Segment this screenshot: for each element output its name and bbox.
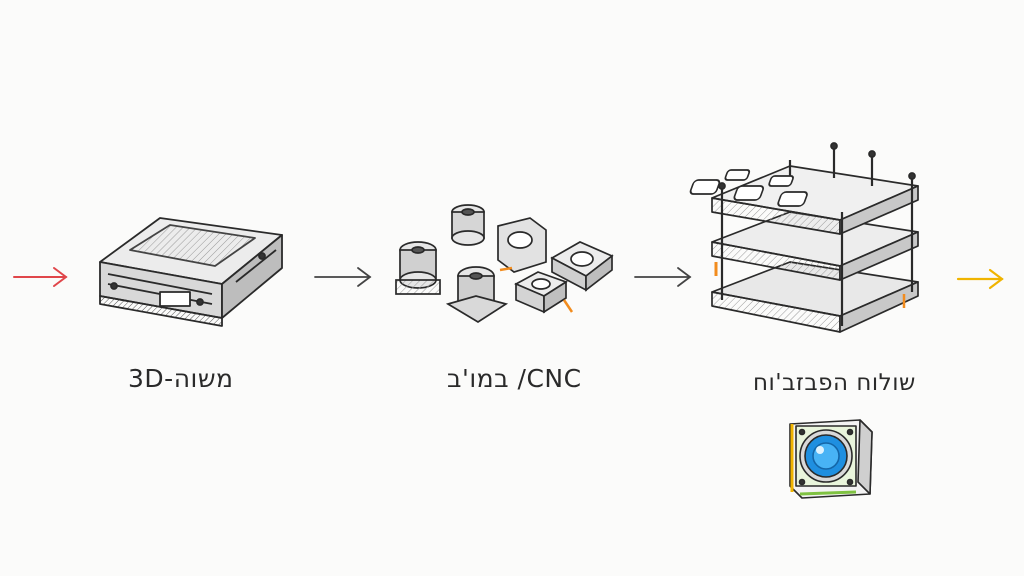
camera-module-icon xyxy=(789,419,873,499)
step-3-label: שולוח הפבזב'וח xyxy=(753,370,916,396)
step-1-label: 3D-משוה xyxy=(128,364,234,393)
output-arrow xyxy=(956,268,1004,290)
input-arrow xyxy=(13,267,68,287)
arrow-2 xyxy=(634,267,692,287)
mold-stack-icon xyxy=(689,142,919,333)
arrow-1 xyxy=(314,267,372,287)
step-2-label: במו'ב /CNC xyxy=(447,364,582,393)
machined-parts-icon xyxy=(395,204,614,324)
printed-block-icon xyxy=(99,217,283,327)
